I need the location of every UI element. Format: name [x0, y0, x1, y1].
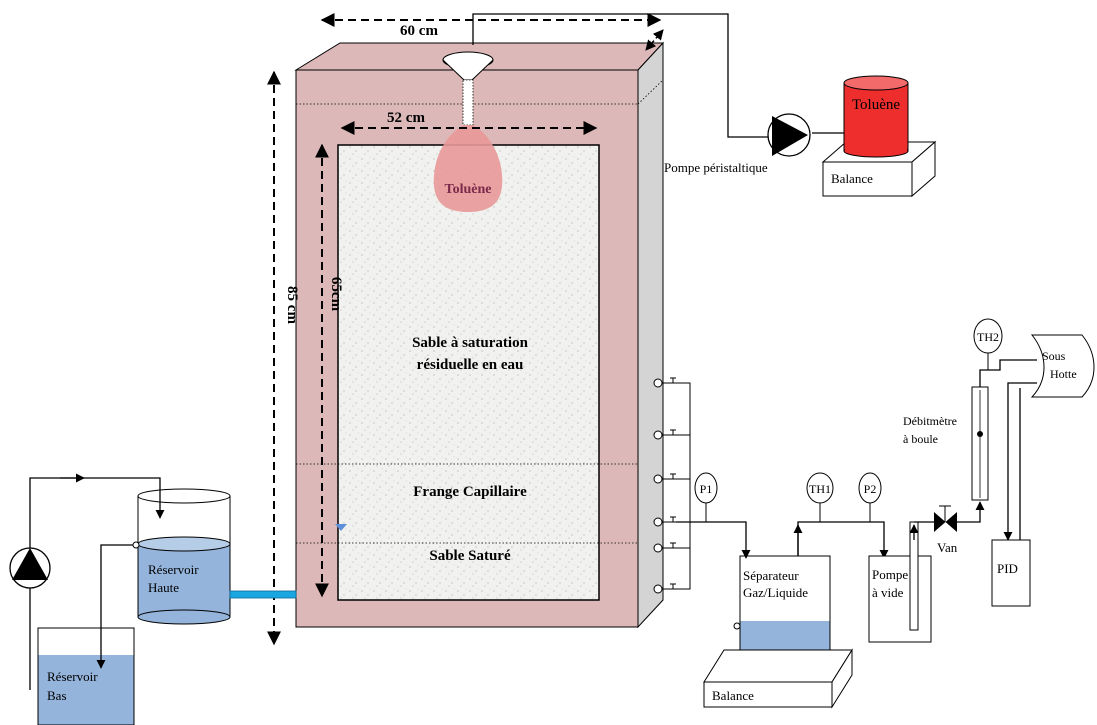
lower-reservoir-label-1: Réservoir — [47, 669, 98, 684]
upper-reservoir-bottom — [137, 609, 231, 625]
lower-reservoir — [37, 627, 135, 725]
p2-label: P2 — [864, 482, 877, 496]
dimension-60cm-diag — [645, 29, 664, 51]
port-collector — [676, 382, 691, 590]
sampling-port[interactable] — [653, 584, 663, 594]
th1-gauge[interactable] — [806, 472, 834, 504]
fume-hood — [1030, 334, 1095, 398]
upper-reservoir-water-surface — [137, 536, 231, 552]
feed-balance-front — [822, 161, 913, 197]
p1-gauge[interactable] — [694, 472, 718, 504]
vacuum-pump-label-2: à vide — [872, 585, 904, 600]
pid-analyzer[interactable] — [991, 539, 1031, 607]
upper-reservoir-label-1: Réservoir — [148, 562, 199, 577]
sand-pack — [337, 144, 600, 601]
feed-balance-label: Balance — [831, 171, 873, 186]
hood-label-1: Sous — [1042, 349, 1066, 363]
lower-reservoir-water — [38, 655, 134, 725]
toluene-tank-label: Toluène — [852, 97, 900, 113]
upper-reservoir-top — [137, 488, 231, 504]
dimension-65cm-label: 65cm — [328, 277, 344, 312]
line-flowmeter-to-hood — [979, 359, 1037, 387]
line-to-pid — [1003, 382, 1037, 541]
gas-line: P1 Séparateur Gaz/Liquide Balance TH1 P2… — [676, 318, 1095, 709]
th2-label: TH2 — [977, 330, 999, 344]
separator-balance-label: Balance — [712, 688, 754, 703]
separator-port — [733, 622, 741, 630]
overflow-line — [96, 544, 133, 669]
lower-reservoir-label-2: Bas — [47, 688, 67, 703]
upper-reservoir-label-2: Haute — [148, 580, 179, 595]
th1-label: TH1 — [809, 482, 831, 496]
toluene-injection: Toluène — [433, 51, 503, 212]
tank-side-face — [637, 41, 664, 629]
th2-gauge[interactable] — [973, 318, 1003, 354]
toluene-tank-body — [843, 82, 909, 152]
toluene-feed-system: Pompe péristaltique Balance Toluène — [472, 13, 937, 198]
dimension-60cm-label: 60 cm — [400, 23, 438, 39]
line-to-separator — [676, 521, 751, 559]
sampling-port[interactable] — [653, 378, 663, 388]
dimension-65cm: 65cm — [315, 143, 344, 598]
dimension-85cm-label: 85 cm — [284, 286, 300, 324]
hood-label-2: Hotte — [1050, 367, 1077, 381]
valve-label: Van — [937, 540, 958, 555]
residual-sand-label-1: Sable à saturation — [412, 335, 529, 351]
separator-balance-front — [703, 681, 833, 708]
dimension-52cm-label: 52 cm — [387, 110, 425, 126]
toluene-tank-top — [843, 75, 909, 91]
flowmeter-label-1: Débitmètre — [903, 414, 957, 428]
flowmeter-ball — [977, 431, 983, 437]
feed-tube — [472, 13, 768, 138]
sampling-port[interactable] — [653, 474, 663, 484]
separator-label-1: Séparateur — [743, 568, 799, 583]
saturated-sand-label: Sable Saturé — [429, 548, 511, 564]
flowmeter-label-2: à boule — [903, 432, 938, 446]
separator-balance-top — [703, 649, 853, 683]
separator-label-2: Gaz/Liquide — [743, 585, 808, 600]
water-system: Réservoir Bas Réservoir Haute — [9, 473, 297, 725]
upper-reservoir-water — [138, 544, 230, 617]
toluene-plume-label: Toluène — [445, 182, 492, 197]
peristaltic-pump-label: Pompe péristaltique — [664, 160, 768, 175]
toluene-plume — [433, 125, 503, 212]
p1-label: P1 — [700, 482, 713, 496]
sampling-port[interactable] — [653, 430, 663, 440]
injection-tube — [462, 79, 474, 126]
overflow-port — [132, 541, 140, 549]
dimension-85cm: 85 cm — [267, 70, 300, 646]
peristaltic-pump-triangle — [772, 116, 808, 156]
sampling-port[interactable] — [653, 517, 663, 527]
vacuum-pump-label-1: Pompe — [872, 567, 908, 582]
water-connection-pipe — [229, 590, 297, 599]
line-to-vacuum-pump — [797, 521, 889, 559]
tank-side-dotted-line — [637, 79, 664, 105]
dimension-52cm: 52 cm — [340, 110, 598, 135]
water-pump-triangle — [12, 548, 48, 580]
sampling-port[interactable] — [653, 543, 663, 553]
port-manifold-lines — [662, 377, 676, 590]
dimension-60cm: 60 cm — [320, 13, 664, 51]
sampling-ports — [653, 377, 691, 594]
line-to-flowmeter — [957, 501, 985, 523]
toluene-tank-body-fill — [845, 142, 907, 151]
residual-sand-label-2: résiduelle en eau — [417, 357, 524, 373]
vacuum-pump[interactable] — [868, 555, 932, 643]
capillary-fringe-label: Frange Capillaire — [413, 484, 527, 500]
pid-label: PID — [997, 561, 1018, 576]
p2-gauge[interactable] — [858, 472, 882, 504]
water-table-marker — [335, 524, 347, 531]
